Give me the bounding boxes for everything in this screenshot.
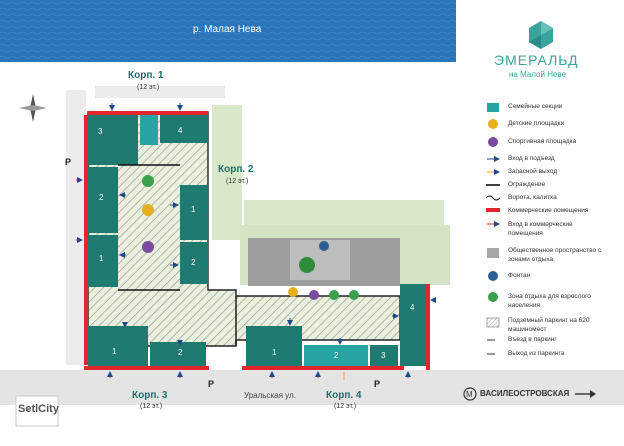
legend-3: Вход в подъезд bbox=[508, 155, 555, 162]
bld1-sec2 bbox=[88, 167, 118, 233]
bld1-title: Корп. 1 bbox=[128, 70, 164, 81]
legend-4: Запасной выход bbox=[508, 168, 558, 175]
bld2-section-1: 1 bbox=[191, 205, 196, 214]
entrance-arrows bbox=[109, 103, 399, 346]
bld1-section-4: 4 bbox=[178, 126, 183, 135]
bld1-sec1 bbox=[88, 235, 118, 287]
metro-icon: M bbox=[463, 387, 477, 401]
playground-icon bbox=[142, 204, 298, 297]
legend-symbols bbox=[485, 103, 501, 355]
parking-p-west: P bbox=[65, 157, 72, 167]
commercial-bars bbox=[84, 111, 430, 370]
bld1-sec4 bbox=[160, 115, 208, 143]
bld2-title: Корп. 2 bbox=[218, 164, 254, 175]
bld4-section-2: 2 bbox=[334, 351, 339, 360]
legend-10: Фонтан bbox=[508, 272, 531, 279]
street-road bbox=[0, 370, 624, 405]
green-strip bbox=[244, 200, 444, 225]
tree-icon bbox=[299, 257, 315, 273]
bld4-floors: (12 эт.) bbox=[334, 403, 357, 410]
river bbox=[0, 0, 456, 62]
metro-arrow-icon bbox=[575, 390, 596, 398]
bld3-section-2: 2 bbox=[178, 348, 183, 357]
bld1-sec3 bbox=[88, 115, 138, 165]
metro-label: ВАСИЛЕОСТРОВСКАЯ bbox=[480, 389, 570, 398]
bld3-sec2 bbox=[150, 342, 206, 366]
brand-subtitle: на Малой Неве bbox=[509, 70, 567, 79]
legend-13: Въезд в паркинг bbox=[508, 336, 557, 343]
legend-11: Зона отдыха для взрослого населения bbox=[508, 293, 591, 309]
fountain-icon bbox=[319, 241, 329, 251]
legend-8: Вход в коммерческие помещения bbox=[508, 221, 573, 237]
compass-icon bbox=[19, 94, 47, 122]
bld2-sec2 bbox=[180, 242, 208, 284]
bld1-section-1: 1 bbox=[99, 254, 104, 263]
legend-6: Ворота, калитка bbox=[508, 194, 557, 201]
bld1-section-3: 3 bbox=[98, 127, 103, 136]
legend-9: Общественное пространство с зонами отдых… bbox=[508, 247, 602, 263]
street-label: Уральская ул. bbox=[244, 391, 296, 400]
legend-7: Коммерческие помещения bbox=[508, 207, 589, 214]
bld1-section-2: 2 bbox=[99, 193, 104, 202]
legend-0: Семейные секции bbox=[508, 103, 563, 110]
watermark-box bbox=[15, 395, 59, 427]
bld4-section-1: 1 bbox=[272, 348, 277, 357]
parking-p-south2: P bbox=[374, 379, 381, 389]
legend-14: Выход из паркинга bbox=[508, 350, 565, 357]
bld2-floors: (12 эт.) bbox=[226, 178, 249, 185]
adult-rest-icon bbox=[142, 175, 359, 300]
bld3-title: Корп. 3 bbox=[132, 390, 168, 401]
bld2-section-2: 2 bbox=[191, 258, 196, 267]
fence-lines bbox=[118, 164, 237, 346]
sport-icon bbox=[142, 241, 319, 300]
legend-2: Спортивная площадка bbox=[508, 138, 577, 145]
svg-text:M: M bbox=[466, 390, 473, 399]
west-road bbox=[66, 90, 86, 365]
river-label: р. Малая Нева bbox=[193, 24, 262, 35]
bld4-section-4: 4 bbox=[410, 303, 415, 312]
parking-p-south1: P bbox=[208, 379, 215, 389]
bld4-title: Корп. 4 bbox=[326, 390, 362, 401]
bld4-sec2 bbox=[304, 345, 368, 366]
east-green bbox=[212, 105, 242, 240]
legend-12: Подземный паркинг на 620 машиномест bbox=[508, 317, 590, 333]
bld1-sec3-family bbox=[140, 115, 158, 145]
bld3-floors: (12 эт.) bbox=[140, 403, 163, 410]
bld4-sec4 bbox=[400, 284, 426, 366]
north-road bbox=[95, 86, 225, 98]
bld2-sec1 bbox=[180, 185, 208, 240]
bld3-sec1 bbox=[88, 326, 148, 366]
brand-name: ЭМЕРАЛЬД bbox=[494, 52, 579, 68]
commercial-entrances bbox=[76, 177, 436, 378]
legend-1: Детские площадки bbox=[508, 120, 565, 127]
bld4-sec1 bbox=[246, 326, 302, 366]
brand-gem-icon bbox=[529, 21, 553, 49]
bld1-floors: (12 эт.) bbox=[137, 84, 160, 91]
watermark: SetlCity bbox=[18, 403, 59, 415]
legend-5: Ограждение bbox=[508, 181, 546, 188]
bld4-section-3: 3 bbox=[381, 351, 386, 360]
bld4-sec3 bbox=[370, 345, 398, 366]
bld3-section-1: 1 bbox=[112, 347, 117, 356]
